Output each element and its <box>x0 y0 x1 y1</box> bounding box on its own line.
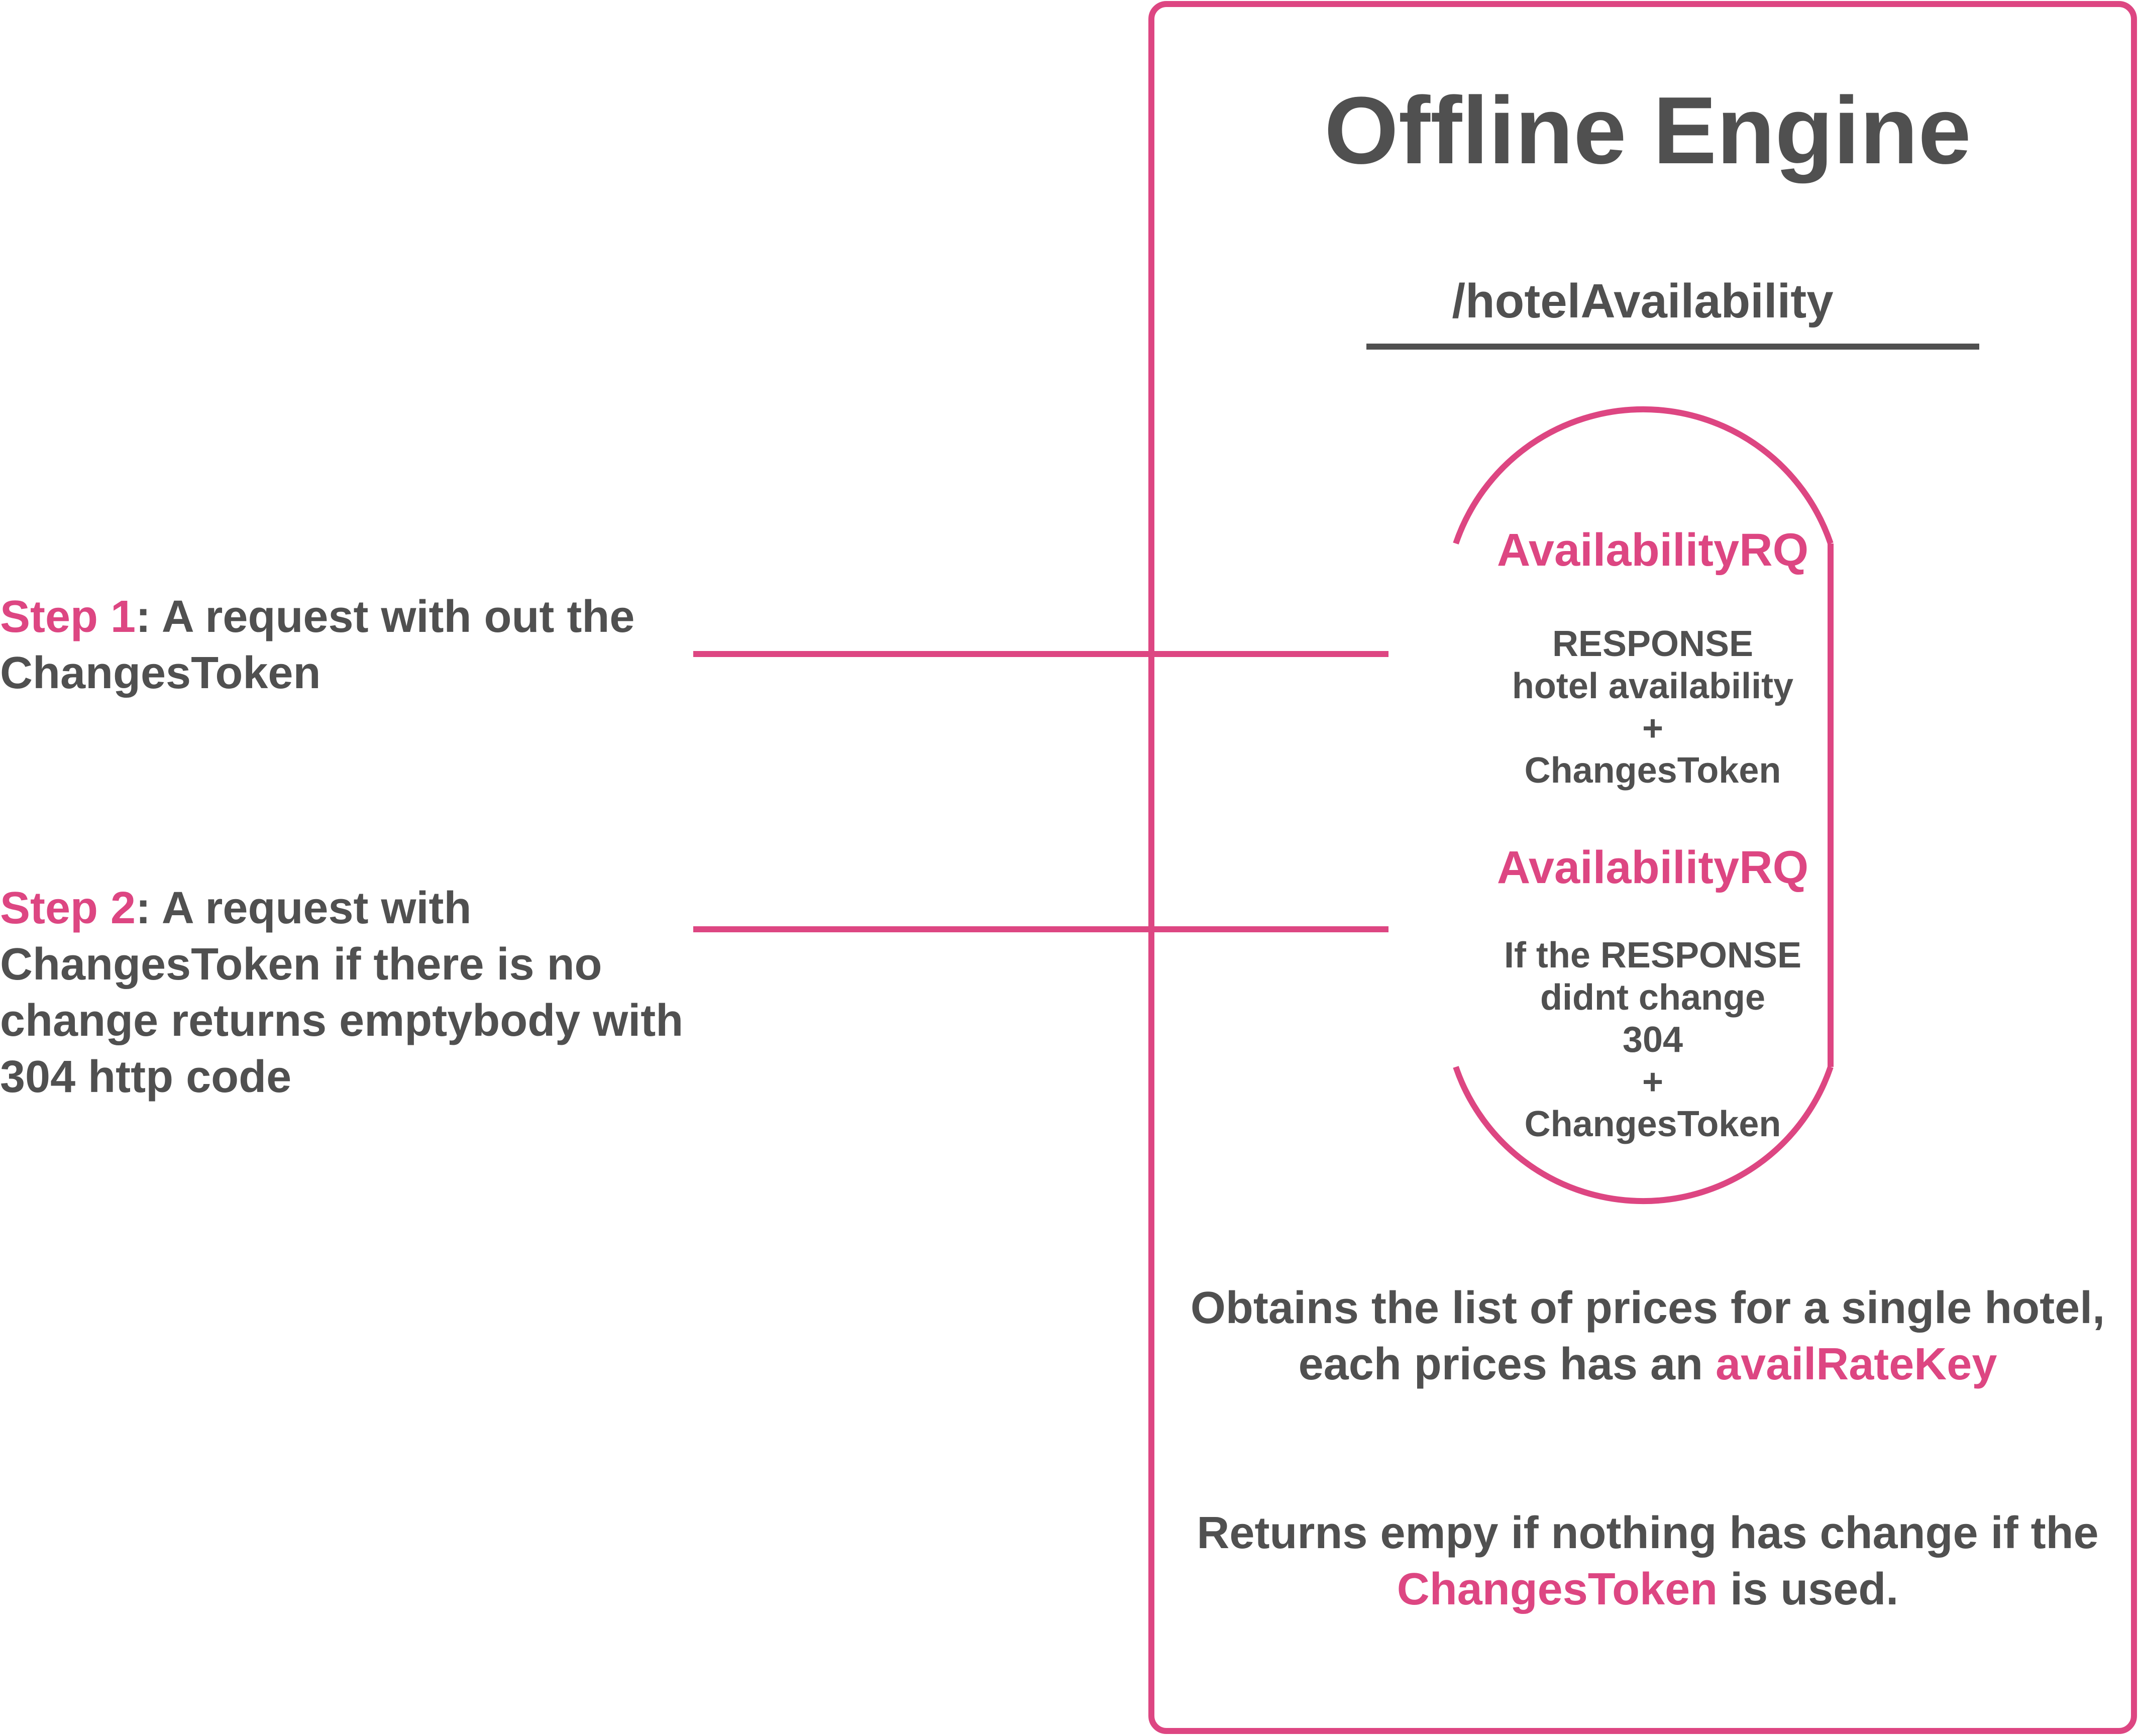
engine-container <box>1148 1 2137 1734</box>
step1-label: Step 1 <box>0 592 136 642</box>
step1-text: : A request with out the ChangesToken <box>0 592 635 698</box>
description2-text-after: is used. <box>1718 1564 1899 1614</box>
step2-description: Step 2: A request with ChangesToken if t… <box>0 880 703 1105</box>
request1-response-line: hotel availability <box>1512 666 1794 706</box>
request2-response-line: didnt change <box>1540 978 1765 1018</box>
engine-title: Offline Engine <box>1324 77 1971 184</box>
description-paragraph1: Obtains the list of prices for a single … <box>1150 1280 2138 1392</box>
request2-response-line: + <box>1642 1062 1664 1102</box>
description2-text-before: Returns empy if nothing has change if th… <box>1197 1508 2099 1558</box>
flow-loop-top-arc <box>1453 406 1834 545</box>
step2-label: Step 2 <box>0 883 136 933</box>
request1-response-line: RESPONSE <box>1552 624 1754 664</box>
request2-response: If the RESPONSE didnt change 304 + Chang… <box>1402 934 1904 1145</box>
endpoint-label: /hotelAvailability <box>1452 274 1834 328</box>
description1-highlight: availRateKey <box>1716 1339 1997 1389</box>
request1-title: AvailabilityRQ <box>1496 524 1809 576</box>
step2-text: : A request with ChangesToken if there i… <box>0 883 684 1102</box>
request2-response-line: If the RESPONSE <box>1504 935 1802 975</box>
flow-loop-bottom-arc <box>1453 1066 1834 1205</box>
description2-highlight: ChangesToken <box>1397 1564 1718 1614</box>
step1-description: Step 1: A request with out the ChangesTo… <box>0 589 703 701</box>
request2-response-line: 304 <box>1622 1020 1683 1060</box>
request1-response-line: + <box>1642 708 1664 748</box>
request2-response-line: ChangesToken <box>1524 1104 1781 1144</box>
request2-title: AvailabilityRQ <box>1496 842 1809 893</box>
description1-text: Obtains the list of prices for a single … <box>1190 1283 2105 1389</box>
request1-response-line: ChangesToken <box>1524 750 1781 791</box>
description-paragraph2: Returns empy if nothing has change if th… <box>1150 1505 2138 1617</box>
request1-response: RESPONSE hotel availability + ChangesTok… <box>1402 623 1904 792</box>
